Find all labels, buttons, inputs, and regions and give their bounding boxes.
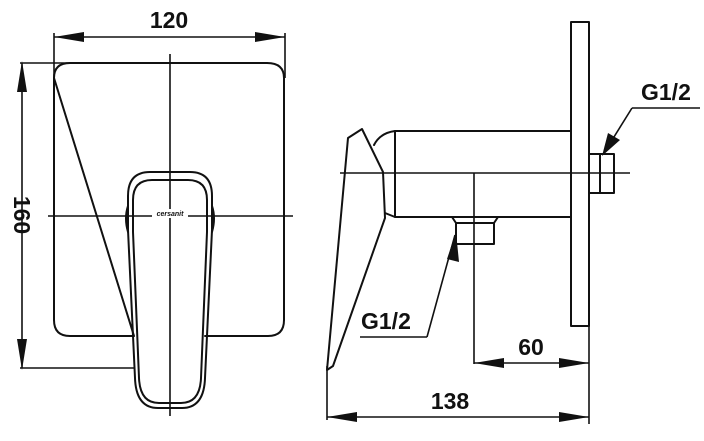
dim-120-arrow-left (54, 32, 84, 42)
dim-138-arrow-right (559, 412, 589, 422)
leader-outlet-arrow (602, 133, 620, 156)
dim-120-arrow-right (255, 32, 285, 42)
wall-plate (570, 21, 590, 327)
mixer-body (394, 130, 572, 218)
handle-front: cersanit (125, 171, 215, 409)
dim-160-label: 160 (9, 196, 35, 234)
dim-160-arrow-top (17, 61, 27, 92)
inlet-nipple (451, 216, 499, 245)
dim-60-label: 60 (518, 334, 544, 360)
inlet-thread-label: G1/2 (361, 308, 411, 334)
outlet-thread-label: G1/2 (641, 79, 691, 105)
handle-side-right (211, 205, 215, 233)
cover-plate-sides (53, 62, 285, 321)
side-view: G1/2 G1/2 60 138 (326, 21, 700, 424)
handle-logo: cersanit (157, 211, 185, 218)
logo-backdrop (152, 209, 188, 218)
handle-side-left (125, 205, 129, 233)
bonnet (373, 130, 396, 218)
leader-inlet-arrow (447, 232, 459, 262)
dim-120-label: 120 (150, 7, 188, 33)
dim-138-label: 138 (431, 388, 470, 414)
front-view: 120 160 cersanit (9, 7, 293, 416)
dim-60-arrow-left (474, 358, 504, 368)
dim-60-arrow-right (559, 358, 589, 368)
cover-plate-outline (53, 62, 285, 337)
handle-inner (132, 179, 208, 404)
dim-160-arrow-bottom (17, 339, 27, 370)
dim-138-arrow-left (327, 412, 357, 422)
